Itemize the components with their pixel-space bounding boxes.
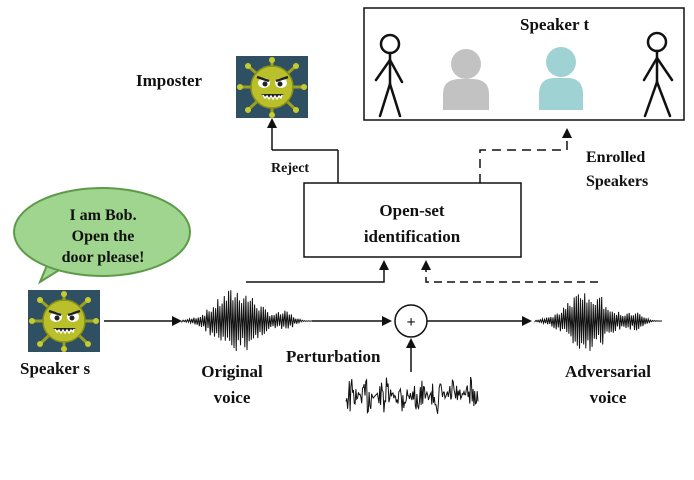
original-to-identification-arrow: [246, 260, 389, 283]
enrolled-label-line2: Speakers: [586, 173, 648, 190]
stick-figure-icon: [374, 33, 404, 118]
original-label-line2: voice: [214, 388, 251, 407]
open-set-label-line2: identification: [364, 227, 461, 246]
speech-bubble: [13, 187, 191, 285]
speaker-t-label: Speaker t: [520, 15, 589, 34]
original-label-line1: Original: [201, 362, 263, 381]
enrolled-speakers-panel: [363, 7, 685, 121]
imposter-avatar-icon: [234, 54, 310, 120]
imposter-label: Imposter: [136, 71, 203, 90]
open-set-identification-box: [303, 182, 522, 258]
open-set-label-line1: Open-set: [379, 201, 445, 220]
bubble-line2: Open the: [72, 228, 135, 245]
adversarial-waveform: [534, 293, 662, 351]
adversarial-label-line1: Adversarial: [565, 362, 651, 381]
perturbation-noise-waveform: [345, 376, 479, 415]
person-silhouette-icon: [443, 49, 489, 110]
speaker-s-label: Speaker s: [20, 359, 90, 378]
bubble-line1: I am Bob.: [69, 207, 136, 224]
adversarial-to-identification-arrow: [421, 260, 598, 283]
speaker-s-avatar-icon: [26, 288, 102, 354]
original-waveform: [181, 290, 312, 351]
enrolled-dashed-arrow: [479, 128, 572, 183]
perturbation-label: Perturbation: [286, 347, 381, 366]
bubble-line3: door please!: [62, 249, 145, 266]
plus-icon: +: [406, 314, 415, 331]
reject-label: Reject: [271, 161, 309, 176]
adversarial-label-line2: voice: [590, 388, 627, 407]
stick-figure-icon: [642, 31, 674, 118]
enrolled-label-line1: Enrolled: [586, 149, 645, 166]
person-silhouette-icon: [539, 47, 583, 110]
